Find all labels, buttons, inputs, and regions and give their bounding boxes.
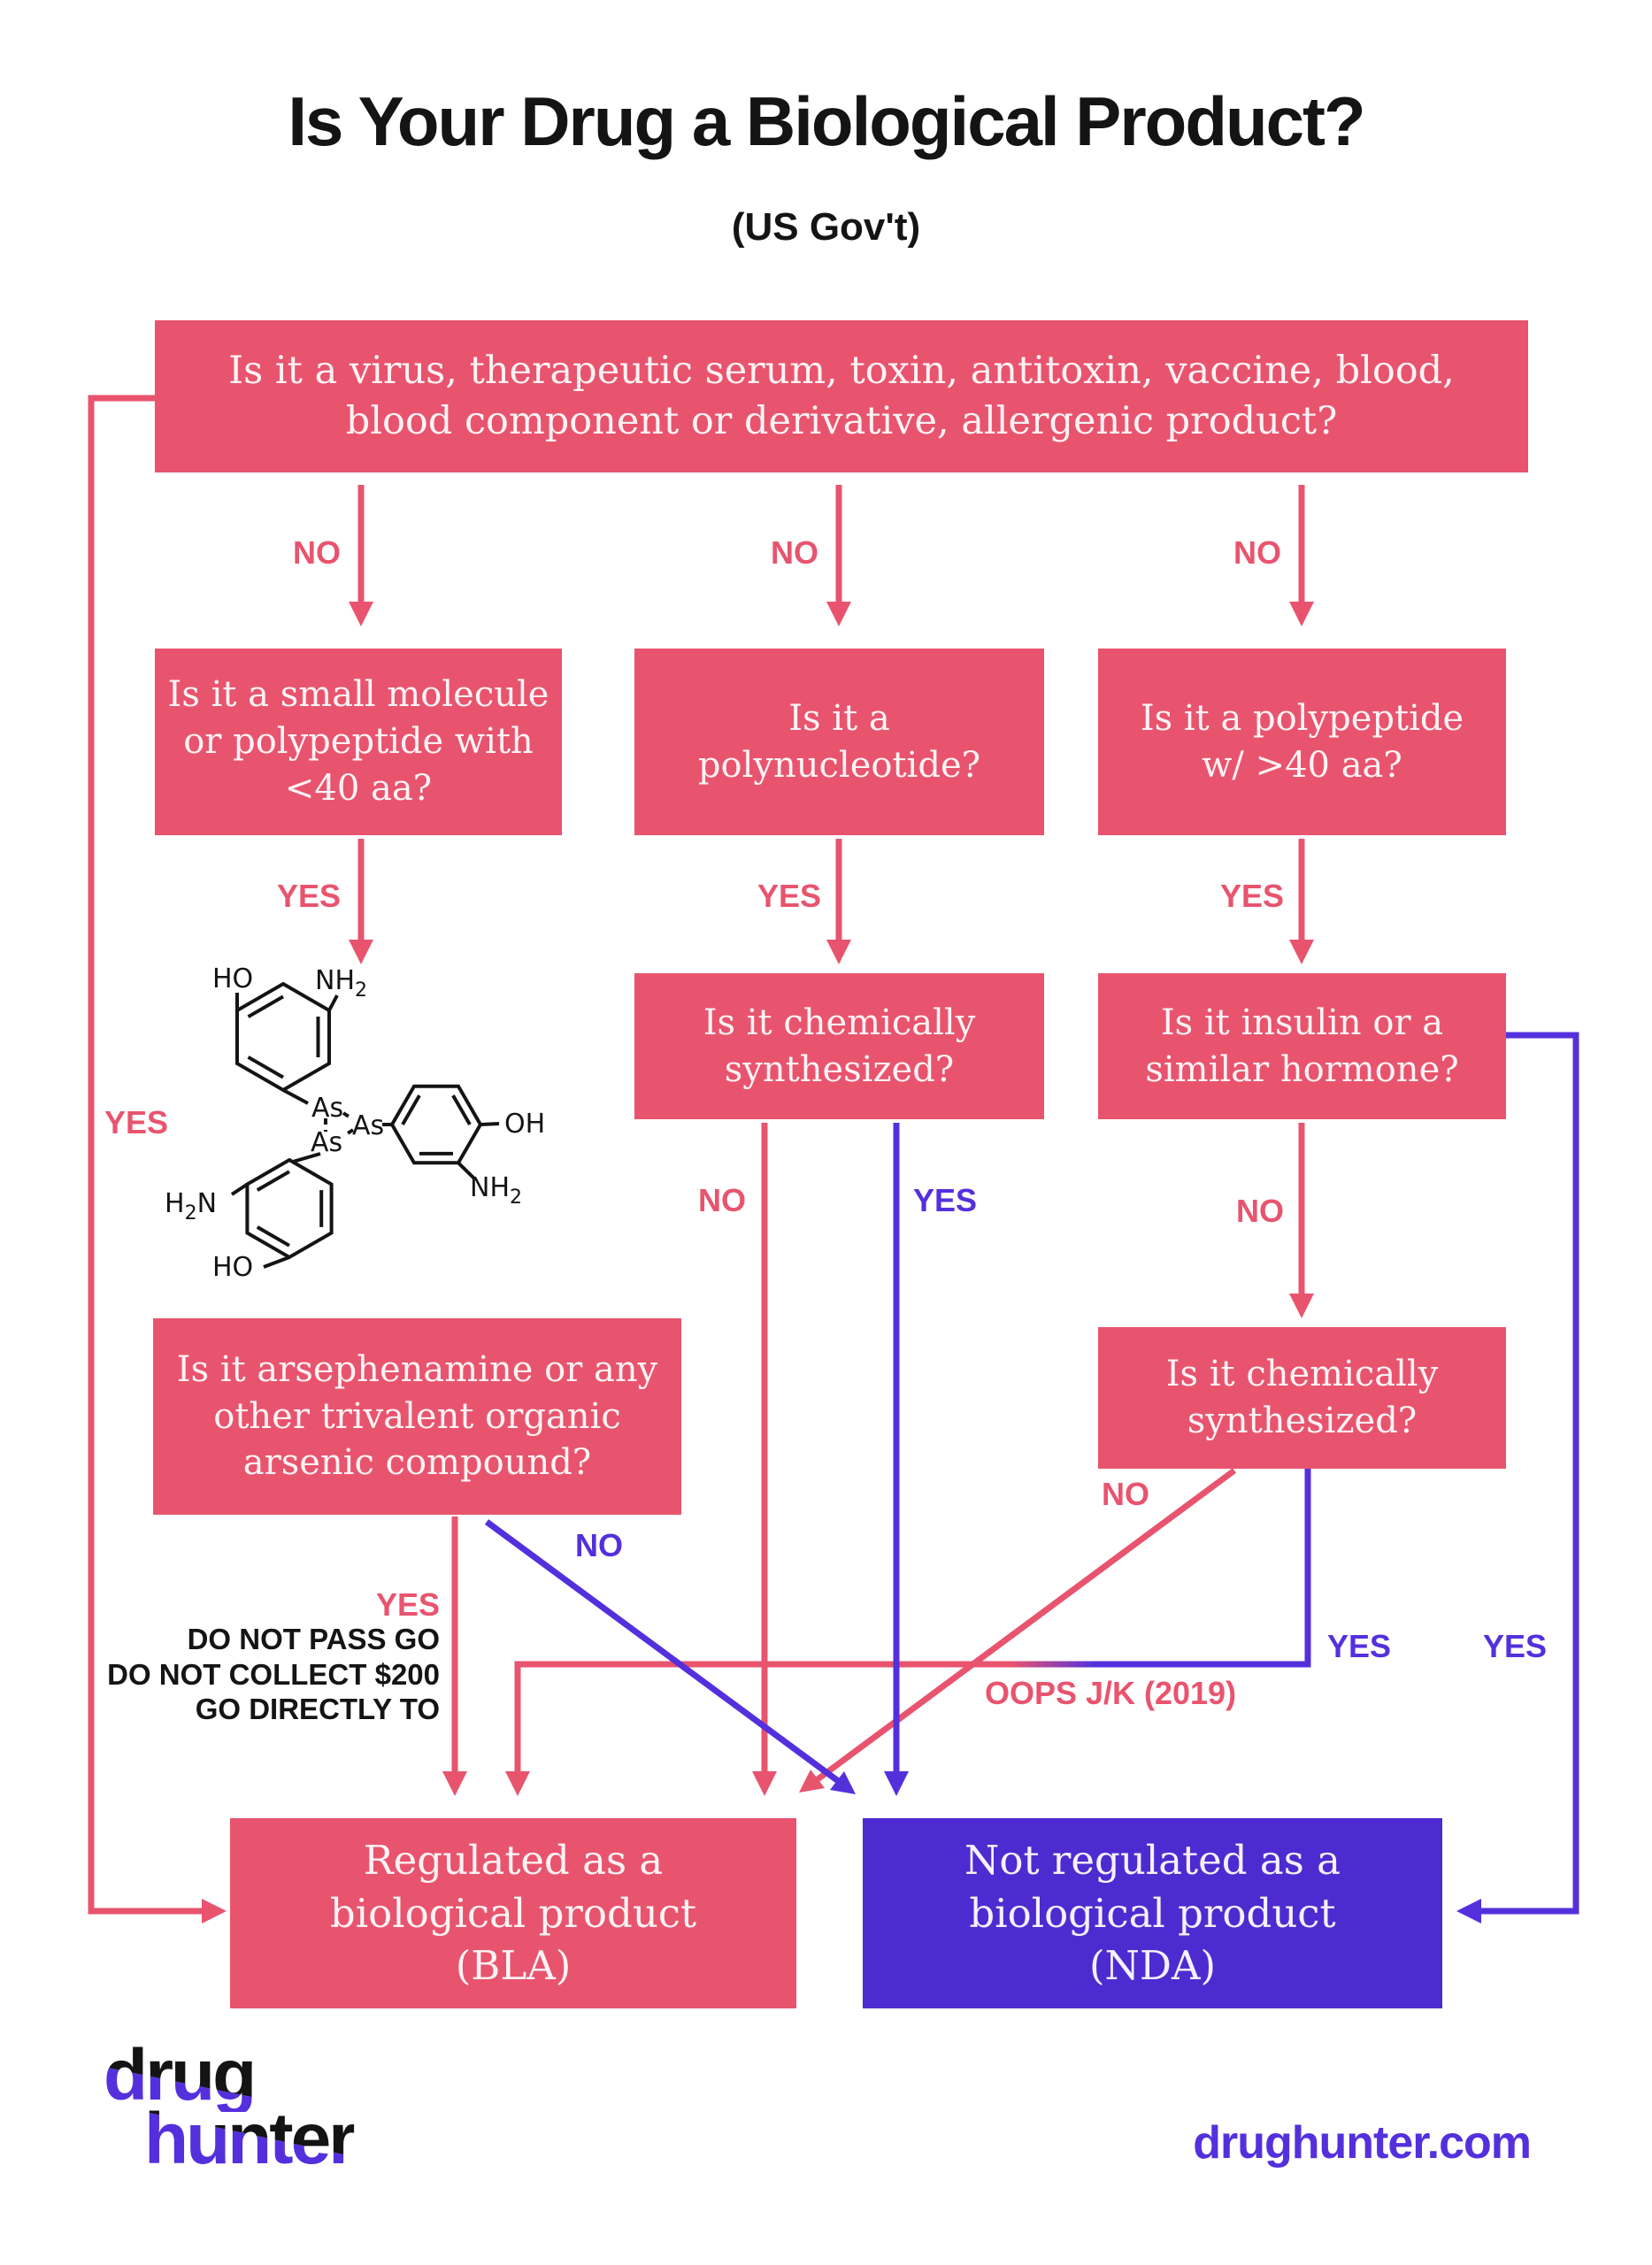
pink-edges — [88, 395, 1305, 1915]
arsenic-3-label: As — [311, 1127, 342, 1158]
logo-drughunter-line1: drug drug — [104, 2039, 334, 2112]
node-outcome-nda: Not regulated as a biological product (N… — [863, 1818, 1442, 2008]
arrowhead-no-1 — [349, 602, 373, 626]
arrowhead-into-nda-right — [1456, 1899, 1481, 1923]
arsenic-1-label: As — [311, 1093, 343, 1124]
edge-label-no-2: NO — [771, 534, 818, 571]
arrowhead-chem-mid-no — [752, 1771, 777, 1796]
node-line: Not regulated as a — [964, 1837, 1341, 1885]
node-line: synthesized? — [1187, 1401, 1418, 1441]
website-url: drughunter.com — [1193, 2117, 1532, 2169]
edge-chem-right-no-diagonal — [811, 1468, 1237, 1785]
arrowhead-chem-right-no — [799, 1770, 825, 1793]
node-line: Regulated as a — [363, 1837, 664, 1885]
edge-label-yes-feedback-left: YES — [104, 1104, 169, 1140]
monopoly-line: DO NOT COLLECT $200 — [107, 1657, 440, 1691]
chem-bonds — [230, 981, 500, 1269]
edge-label-yes-insulin-right: YES — [1483, 1628, 1548, 1664]
arrowhead-oops-elbow — [505, 1771, 530, 1796]
arrowhead-ars-no — [830, 1771, 856, 1794]
edge-label-no-1: NO — [293, 534, 341, 571]
arrowhead-insulin-no — [1289, 1294, 1314, 1318]
edge-label-no-3: NO — [1233, 534, 1281, 571]
edge-insulin-yes-right — [1467, 1032, 1579, 1915]
edge-label-yes-small-molecule: YES — [276, 878, 341, 914]
edge-label-yes-chem-right: YES — [1327, 1628, 1392, 1664]
amine-top-label: NH2 — [315, 965, 367, 1002]
edge-label-yes-polypeptide: YES — [1219, 878, 1284, 914]
node-line: arsenic compound? — [242, 1442, 592, 1484]
edge-label-no-ars-diagonal: NO — [575, 1527, 623, 1563]
arrowhead-yes-3 — [1289, 940, 1314, 964]
node-line: Is it a small molecule — [167, 674, 549, 716]
arrowhead-no-3 — [1289, 602, 1314, 626]
purple-edges — [484, 1032, 1579, 1915]
arrowhead-no-2 — [826, 602, 851, 626]
edge-label-no-chem-right-diagonal: NO — [1102, 1476, 1149, 1512]
arrowhead-yes-1 — [349, 940, 373, 964]
amine-left-label: H2N — [165, 1188, 217, 1225]
node-line: polynucleotide? — [697, 744, 981, 786]
node-line: w/ >40 aa? — [1202, 744, 1402, 786]
edge-label-no-chem-mid: NO — [698, 1182, 746, 1218]
benzene-ring-right — [389, 1084, 483, 1165]
edge-label-yes-ars: YES — [375, 1586, 440, 1623]
arrowhead-ars-yes — [442, 1771, 467, 1796]
node-line: Is it chemically — [703, 1002, 976, 1043]
edge-virus-yes-left — [88, 395, 209, 1915]
hydroxyl-bottom-label: HO — [212, 1252, 253, 1283]
edge-chem-right-yes — [1095, 1469, 1311, 1668]
edge-label-yes-polynucleotide: YES — [757, 878, 821, 914]
hydroxyl-right-label: OH — [504, 1109, 545, 1140]
node-outcome-bla: Regulated as a biological product (BLA) — [230, 1818, 796, 2008]
node-line: biological product — [969, 1889, 1336, 1937]
benzene-ring-top — [235, 981, 331, 1093]
page-subtitle: (US Gov't) — [731, 205, 921, 249]
node-line: Is it arsephenamine or any — [176, 1348, 658, 1390]
node-line: (NDA) — [1088, 1942, 1217, 1990]
hydroxyl-top-label: HO — [212, 964, 253, 994]
node-line: Is it insulin or a — [1160, 1002, 1444, 1043]
node-line: synthesized? — [724, 1048, 955, 1090]
amine-right-label: NH2 — [470, 1172, 522, 1209]
node-line: biological product — [329, 1889, 697, 1937]
benzene-ring-bottom — [245, 1157, 334, 1260]
node-line: (BLA) — [455, 1942, 572, 1990]
node-line: <40 aa? — [284, 767, 433, 809]
node-chem-synth-mid: Is it chemically synthesized? — [634, 973, 1044, 1119]
arsenic-2-label: As — [352, 1110, 384, 1141]
arrowhead-chem-mid-yes — [884, 1771, 909, 1796]
edge-oops-elbow-pink — [514, 1661, 1010, 1780]
arrowhead-into-bla-left — [202, 1899, 227, 1923]
node-line: Is it chemically — [1165, 1354, 1439, 1395]
oops-note: OOPS J/K (2019) — [984, 1675, 1237, 1711]
node-line: Is it a — [788, 697, 890, 739]
node-line: other trivalent organic — [213, 1395, 621, 1437]
page-title: Is Your Drug a Biological Product? — [288, 82, 1365, 160]
node-polypeptide: Is it a polypeptide w/ >40 aa? — [1098, 649, 1506, 835]
monopoly-line: GO DIRECTLY TO — [195, 1693, 440, 1726]
node-line: blood component or derivative, allergeni… — [345, 399, 1338, 443]
node-insulin: Is it insulin or a similar hormone? — [1098, 973, 1506, 1119]
edge-ars-no-diagonal — [484, 1519, 843, 1785]
chem-atom-labels: HO NH2 As As As OH NH2 H2N HO — [165, 964, 545, 1283]
node-line: or polypeptide with — [183, 721, 534, 763]
node-line: Is it a virus, therapeutic serum, toxin,… — [228, 349, 1455, 394]
edge-label-yes-chem-mid: YES — [913, 1182, 978, 1218]
node-line: Is it a polypeptide — [1140, 697, 1464, 739]
node-line: similar hormone? — [1145, 1048, 1459, 1090]
node-polynucleotide: Is it a polynucleotide? — [634, 649, 1044, 835]
monopoly-line: DO NOT PASS GO — [187, 1623, 440, 1655]
node-virus-question: Is it a virus, therapeutic serum, toxin,… — [155, 320, 1528, 472]
edge-label-no-insulin: NO — [1236, 1193, 1284, 1229]
node-arsephenamine: Is it arsephenamine or any other trivale… — [153, 1318, 681, 1515]
pink-arrowheads — [202, 602, 1314, 1923]
arrowhead-yes-2 — [826, 940, 851, 964]
node-small-molecule: Is it a small molecule or polypeptide wi… — [155, 649, 562, 835]
purple-arrowheads — [830, 1771, 1481, 1923]
monopoly-note: DO NOT PASS GO DO NOT COLLECT $200 GO DI… — [88, 1622, 440, 1727]
node-chem-synth-right: Is it chemically synthesized? — [1098, 1327, 1506, 1469]
logo-drughunter-line2: hunter hunter — [144, 2103, 427, 2176]
